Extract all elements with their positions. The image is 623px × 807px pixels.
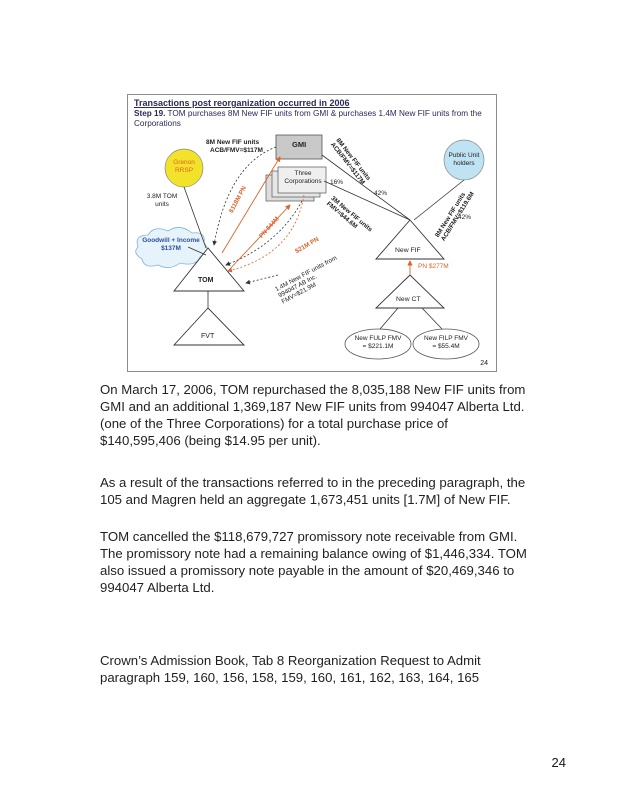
new-filp-label: New FILP FMV = $55.4M [424,335,468,350]
new-fif-label: New FIF [395,247,421,254]
tom-triangle [173,247,245,292]
public-unit-holders-label: Public Unit holders [448,152,480,167]
paragraph-promissory: TOM cancelled the $118,679,727 promissor… [100,529,527,595]
fvt-triangle [172,307,246,346]
paragraph-aggregate: As a result of the transactions referred… [100,475,526,507]
tom-label: TOM [198,277,214,284]
new-fulp-label: New FULP FMV = $221.1M [354,335,402,350]
new-fif-triangle [375,219,445,260]
paragraph-repurchase: On March 17, 2006, TOM repurchased the 8… [100,382,526,448]
page-number: 24 [551,755,566,770]
three-corporations-label: Three Corporations [284,170,322,185]
tom-units-title: 8M New FIF units [206,139,260,146]
diagram-step-text: Step 19. TOM purchases 8M New FIF units … [134,109,482,128]
goodwill-income-label: Goodwill + Income $137M [142,237,200,252]
new-fulp-ellipse [344,328,412,360]
three-corporations-box [277,166,327,194]
diagram-title: Transactions post reorganization occurre… [134,98,350,108]
pct-42a-label: 42% [374,190,388,197]
tom-3-8m-label: 3.8M TOM units [146,193,178,208]
grenon-rrsp-label: Grenon RRSP [173,159,195,174]
new-filp-ellipse [412,328,480,360]
diagram-graphics [135,134,485,360]
paragraph-reference: Crown’s Admission Book, Tab 8 Reorganiza… [100,653,481,685]
new-ct-label: New CT [396,296,421,303]
pct-42b-label: 42% [458,214,472,221]
pn-277-label: PN $277M [418,263,449,270]
pct-16-label: 16% [330,179,344,186]
reorganization-diagram: Transactions post reorganization occurre… [127,94,497,372]
diagram-page-number: 24 [480,360,488,367]
fvt-label: FVT [201,333,215,340]
gmi-label: GMI [292,140,307,149]
tom-units-acb: ACB/FMV=$117M [210,147,263,154]
new-ct-triangle [374,274,446,309]
